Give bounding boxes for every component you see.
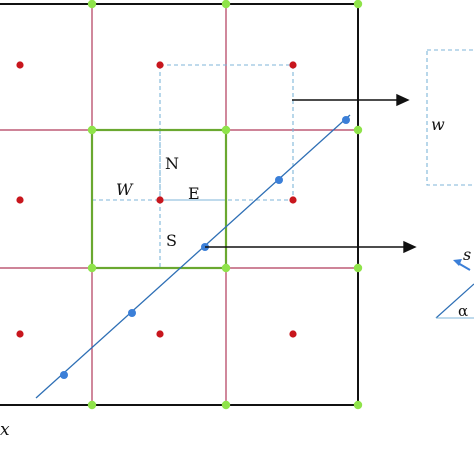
- label-south: S: [166, 231, 177, 250]
- inset-interface-line: [435, 283, 474, 319]
- node-points: [16, 61, 297, 338]
- label-inset-alpha: α: [458, 302, 468, 320]
- vertex-point: [353, 0, 363, 9]
- node-point: [289, 330, 297, 338]
- node-point: [156, 330, 164, 338]
- vertex-point: [87, 400, 97, 410]
- node-point: [16, 61, 24, 69]
- upper-arrow: [292, 93, 410, 107]
- vertex-point: [221, 263, 231, 273]
- inset-normal-shaft: [457, 262, 471, 271]
- right-arrow-icon: [403, 240, 417, 254]
- node-point: [16, 330, 24, 338]
- vertex-point: [353, 400, 363, 410]
- node-point: [156, 61, 164, 69]
- vertex-point: [221, 400, 231, 410]
- vertex-point: [353, 263, 363, 273]
- interface-point: [60, 371, 68, 379]
- label-x-axis: x: [0, 420, 10, 440]
- vertex-points: [87, 0, 363, 410]
- inset-angle: [435, 259, 474, 319]
- interface-point: [275, 176, 283, 184]
- lower-arrow: [205, 240, 417, 254]
- interface-point: [128, 309, 136, 317]
- label-north: N: [165, 154, 179, 173]
- node-point: [289, 196, 297, 204]
- blue-arrow-icon: [453, 259, 462, 266]
- label-inset-west: w: [431, 115, 445, 134]
- inset-dashed-box: [426, 49, 474, 186]
- interface-line: [35, 114, 351, 399]
- vertex-point: [87, 0, 97, 9]
- vertex-point: [353, 125, 363, 135]
- node-point: [16, 196, 24, 204]
- label-west: W: [116, 180, 134, 199]
- vertex-point: [221, 125, 231, 135]
- dashed-control-volume: [159, 64, 294, 201]
- label-east: E: [188, 184, 200, 203]
- cell-grid: [0, 0, 358, 405]
- control-volume: [90, 128, 228, 270]
- vertex-point: [87, 125, 97, 135]
- node-point: [289, 61, 297, 69]
- right-arrow-icon: [396, 93, 410, 107]
- node-point: [156, 196, 164, 204]
- interface-point: [342, 116, 350, 124]
- vertex-point: [87, 263, 97, 273]
- label-inset-s: s: [463, 245, 471, 264]
- outer-frame: [0, 3, 359, 406]
- vertex-point: [221, 0, 231, 9]
